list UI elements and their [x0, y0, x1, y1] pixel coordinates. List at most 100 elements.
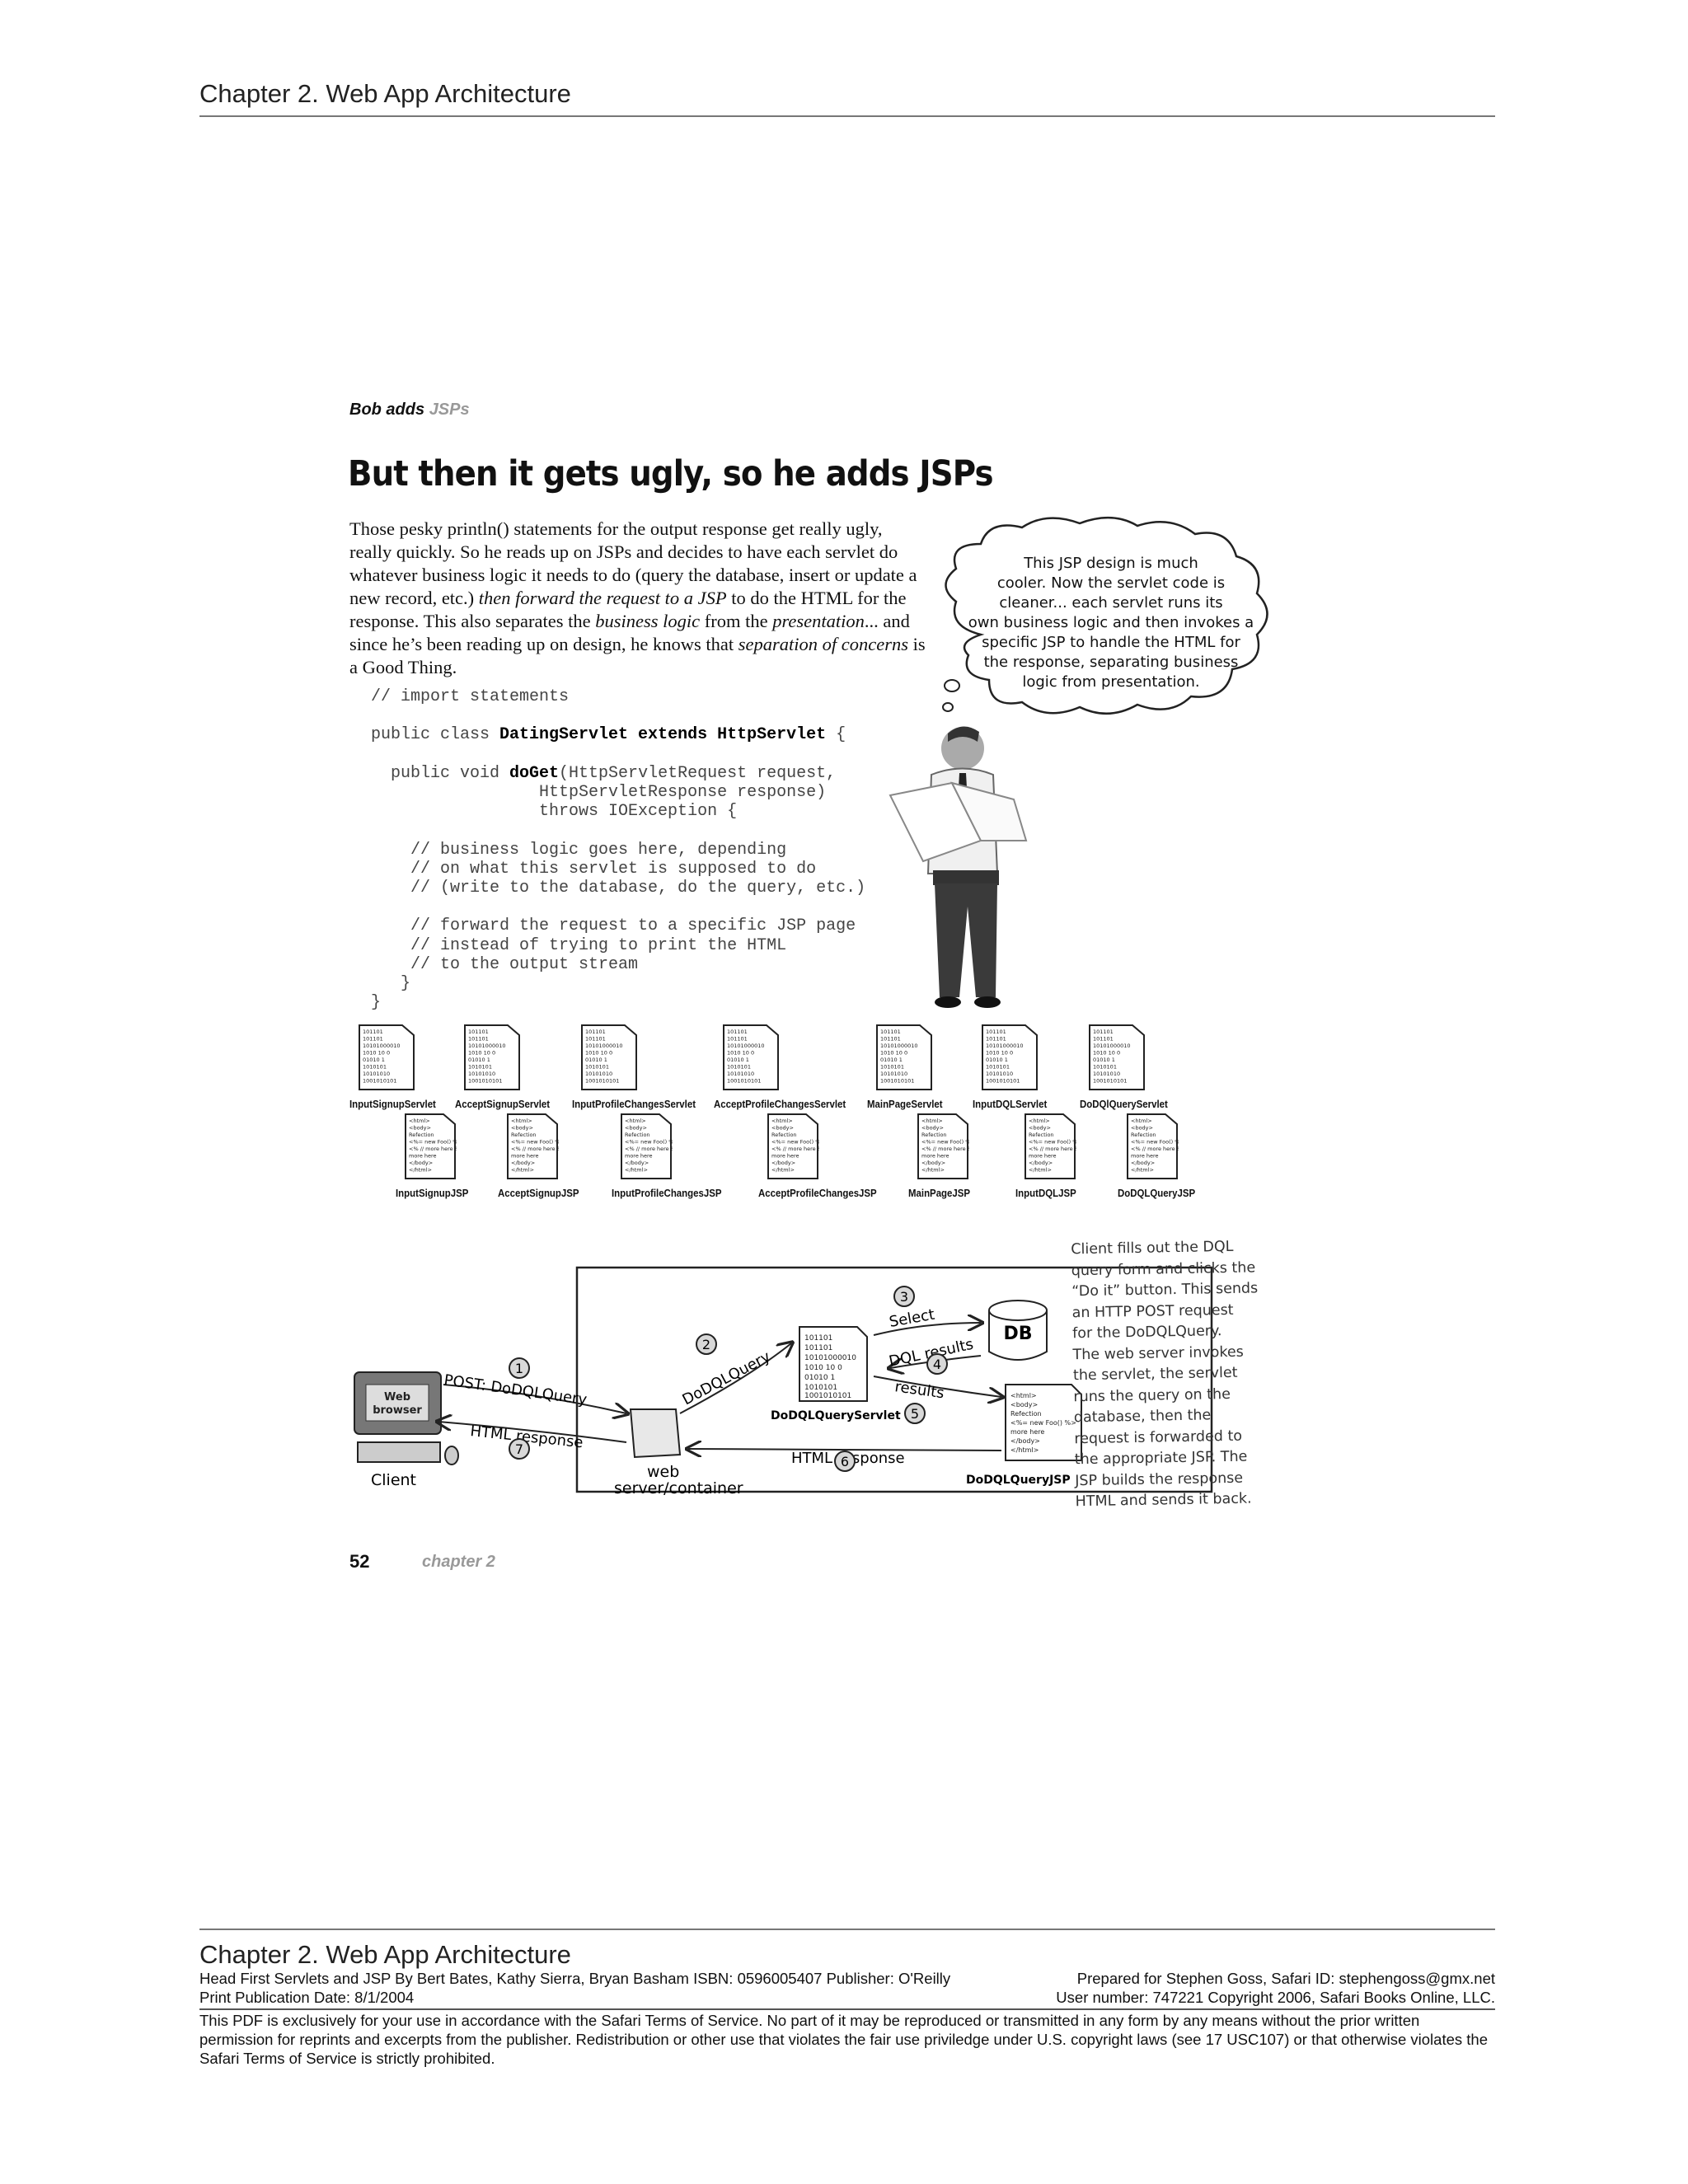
svg-text:1010 10 0: 1010 10 0	[585, 1050, 612, 1057]
body-emphasis-4: separation of concerns	[738, 634, 908, 654]
svg-text:01010 1: 01010 1	[363, 1057, 385, 1063]
svg-text:101101: 101101	[363, 1029, 383, 1035]
jsp-label: MainPageJSP	[908, 1187, 971, 1199]
svg-text:1001010101: 1001010101	[363, 1078, 396, 1085]
svg-text:<body>: <body>	[409, 1125, 431, 1132]
svg-text:10101010: 10101010	[468, 1071, 495, 1077]
svg-text:more here: more here	[921, 1153, 950, 1160]
svg-text:</body>: </body>	[1010, 1437, 1040, 1445]
svg-text:more here: more here	[625, 1153, 653, 1160]
svg-text:1010101: 1010101	[986, 1064, 1010, 1071]
svg-text:1010 10 0: 1010 10 0	[1093, 1050, 1120, 1057]
svg-text:Refection: Refection	[1131, 1132, 1156, 1138]
container-label-2: server/container	[614, 1479, 743, 1497]
svg-text:1010101: 1010101	[363, 1064, 387, 1071]
svg-text:1001010101: 1001010101	[804, 1392, 851, 1400]
jsp-label: DoDQLQueryJSP	[966, 1474, 1071, 1487]
svg-text:101101: 101101	[986, 1036, 1006, 1043]
svg-text:</html>: </html>	[625, 1167, 648, 1174]
step-number: 7	[515, 1441, 523, 1457]
svg-text:10101010: 10101010	[363, 1071, 390, 1077]
body-text-5: is a Good Thing.	[349, 634, 926, 677]
svg-text:more here: more here	[511, 1153, 539, 1160]
svg-text:<body>: <body>	[625, 1125, 647, 1132]
svg-text:<html>: <html>	[511, 1118, 532, 1124]
code-line: HttpServletResponse response)	[371, 783, 827, 803]
code-line: }	[371, 993, 382, 1013]
body-text-3: from the	[700, 611, 773, 631]
jsp-label: AcceptProfileChangesJSP	[758, 1187, 877, 1199]
svg-text:10101000010: 10101000010	[880, 1043, 918, 1049]
svg-text:</html>: </html>	[409, 1167, 432, 1174]
svg-text:<html>: <html>	[409, 1118, 430, 1124]
container-box	[575, 1266, 1213, 1493]
svg-text:1001010101: 1001010101	[727, 1078, 761, 1085]
svg-text:1010101: 1010101	[880, 1064, 904, 1071]
database-icon	[988, 1310, 1048, 1361]
footer-user-number: User number: 747221 Copyright 2006, Safa…	[1056, 1989, 1495, 2006]
svg-text:<%= new Foo() %>: <%= new Foo() %>	[1010, 1419, 1076, 1427]
doquery-label: DoDQLQuery	[679, 1347, 773, 1408]
body-emphasis-3: presentation	[772, 611, 865, 631]
web-server-icon	[629, 1408, 682, 1459]
code-line: public class	[371, 725, 500, 745]
step-number: 6	[841, 1454, 849, 1469]
page-chapter-label: chapter 2	[422, 1553, 495, 1571]
bubble-line: logic from presentation.	[1022, 673, 1200, 691]
footer-prepared-for: Prepared for Stephen Goss, Safari ID: st…	[1076, 1970, 1495, 1987]
svg-text:10101000010: 10101000010	[804, 1354, 856, 1362]
svg-text:10101010: 10101010	[880, 1071, 907, 1077]
svg-text:101101: 101101	[804, 1334, 832, 1343]
svg-text:<body>: <body>	[511, 1125, 533, 1132]
footer-legal: This PDF is exclusively for your use in …	[199, 2012, 1488, 2067]
code-class-name: DatingServlet extends HttpServlet	[499, 725, 827, 745]
step-circle	[834, 1451, 856, 1472]
servlet-label: DoDQLQueryServlet	[771, 1409, 901, 1422]
code-line: throws IOException {	[371, 802, 738, 822]
section-tag-grey: JSPs	[429, 401, 470, 419]
body-text-4: ... and since he’s been reading up on de…	[349, 611, 910, 654]
svg-text:Refection: Refection	[921, 1132, 947, 1138]
svg-text:1010101: 1010101	[585, 1064, 609, 1071]
svg-text:01010 1: 01010 1	[804, 1374, 835, 1382]
svg-text:1001010101: 1001010101	[1093, 1078, 1127, 1085]
svg-text:<% // more here %>: <% // more here %>	[1131, 1146, 1179, 1152]
svg-text:<html>: <html>	[921, 1118, 943, 1124]
body-text-1: Those pesky println() statements for the…	[349, 518, 917, 608]
svg-text:1001010101: 1001010101	[585, 1078, 619, 1085]
bubble-line: cleaner... each servlet runs its	[999, 594, 1223, 612]
note-line: HTML and sends it back.	[1075, 1490, 1252, 1511]
svg-text:01010 1: 01010 1	[880, 1057, 903, 1063]
servlet-label: InputSignupServlet	[349, 1098, 436, 1110]
svg-text:101101: 101101	[880, 1029, 901, 1035]
svg-text:</body>: </body>	[771, 1160, 795, 1166]
select-label: Select	[888, 1306, 935, 1331]
svg-text:<html>: <html>	[1131, 1118, 1152, 1124]
footer-pub-date: Print Publication Date: 8/1/2004	[199, 1989, 415, 2006]
jsp-label: InputSignupJSP	[396, 1187, 469, 1199]
svg-text:<% // more here %>: <% // more here %>	[1029, 1146, 1076, 1152]
svg-text:<html>: <html>	[625, 1118, 646, 1124]
svg-text:101101: 101101	[468, 1029, 489, 1035]
code-line: // on what this servlet is supposed to d…	[371, 859, 817, 879]
jsp-document: <html><body>Refection<%= new Foo() %><% …	[396, 1113, 478, 1199]
svg-text:</body>: </body>	[1029, 1160, 1053, 1166]
body-text-2: to do the HTML for the response. This al…	[349, 588, 907, 631]
svg-text:101101: 101101	[880, 1036, 901, 1043]
svg-text:</html>: </html>	[1131, 1167, 1154, 1174]
svg-text:101101: 101101	[363, 1036, 383, 1043]
jsp-label: AcceptSignupJSP	[498, 1187, 579, 1199]
svg-text:1010 10 0: 1010 10 0	[363, 1050, 390, 1057]
step-circle	[509, 1438, 530, 1460]
svg-text:<html>: <html>	[771, 1118, 793, 1124]
svg-text:</body>: </body>	[625, 1160, 649, 1166]
servlet-label: DoDQlQueryServlet	[1080, 1098, 1168, 1110]
svg-text:10101010: 10101010	[585, 1071, 612, 1077]
thought-bubble	[942, 516, 1268, 715]
svg-text:<% // more here %>: <% // more here %>	[511, 1146, 559, 1152]
svg-text:10101000010: 10101000010	[585, 1043, 623, 1049]
